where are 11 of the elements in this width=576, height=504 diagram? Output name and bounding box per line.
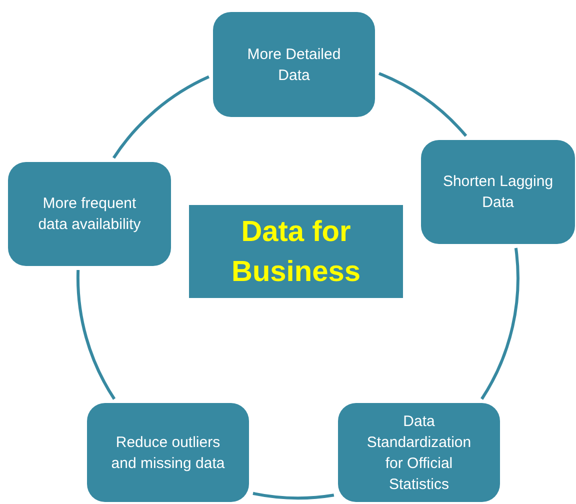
connector-arc <box>76 270 116 400</box>
connector-arc <box>480 248 520 400</box>
rounded-box: Data Standardization for Official Statistics <box>338 403 500 502</box>
connector-arc <box>112 75 210 159</box>
rounded-box: More frequent data availability <box>8 162 171 266</box>
connector-arc <box>378 72 468 137</box>
title-box: Data for Business <box>189 205 403 298</box>
rounded-box: More Detailed Data <box>213 12 375 117</box>
rounded-box: Reduce outliers and missing data <box>87 403 249 502</box>
rounded-box: Shorten Lagging Data <box>421 140 575 244</box>
connector-arc <box>252 492 334 500</box>
